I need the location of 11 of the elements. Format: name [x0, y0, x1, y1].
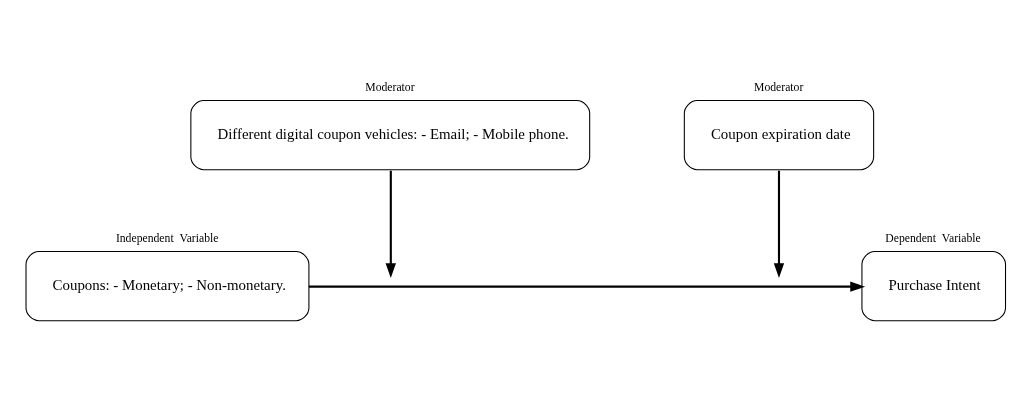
arrow [773, 170, 784, 279]
node-label: Moderator [753, 80, 803, 94]
node-box: Coupons: - Monetary; - Non-monetary. [25, 251, 309, 322]
node-box: Different digital coupon vehicles: - Email; - Mobile phone. [189, 100, 590, 171]
node-label: Independent Variable [115, 231, 218, 245]
arrow [308, 281, 865, 292]
arrow [385, 170, 396, 279]
node-box: Coupon expiration date [683, 100, 874, 171]
node-label: Dependent Variable [884, 231, 981, 245]
node-box: Purchase Intent [860, 251, 1006, 322]
node-label: Moderator [364, 80, 415, 94]
